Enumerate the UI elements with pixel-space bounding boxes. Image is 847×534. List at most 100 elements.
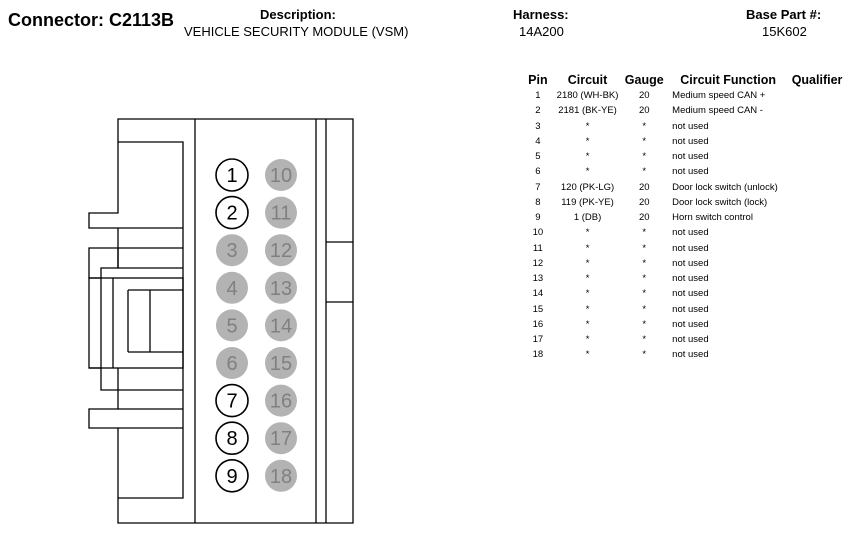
pin-12-label: 12 <box>270 240 292 262</box>
qualifier-cell <box>787 119 847 134</box>
qualifier-cell <box>787 241 847 256</box>
pin-4-circle <box>216 271 248 304</box>
pin-16-label: 16 <box>270 391 292 413</box>
gauge-cell: 20 <box>638 212 650 223</box>
pin-table-header: Pin Circuit Gauge Circuit Function Quali… <box>520 71 847 88</box>
circuit-cell: * <box>585 135 590 147</box>
function-cell: not used <box>672 349 709 361</box>
function-cell: not used <box>672 334 709 345</box>
table-row: 3**not used <box>520 119 847 134</box>
pin-18-label: 18 <box>270 466 292 488</box>
pin-cell: 16 <box>532 318 544 330</box>
pin-4-label: 4 <box>226 278 237 300</box>
connector-title: Connector: C2113B <box>8 10 175 30</box>
circuit-cell: * <box>585 242 590 254</box>
pin-5-label: 5 <box>226 315 237 337</box>
col-header-circuit: Circuit <box>567 72 608 87</box>
gauge-cell: * <box>642 303 647 315</box>
gauge-cell: * <box>642 318 647 330</box>
pin-cell: 4 <box>535 135 541 147</box>
gauge-cell: 20 <box>638 181 650 193</box>
pin-3-circle <box>216 234 248 267</box>
circuit-cell: * <box>585 120 590 132</box>
gauge-cell: 20 <box>638 196 650 208</box>
qualifier-cell <box>787 88 847 103</box>
qualifier-cell <box>787 149 847 164</box>
pin-cell: 17 <box>532 334 544 345</box>
pin-15-label: 15 <box>270 353 292 375</box>
function-cell: not used <box>672 257 709 269</box>
pin-9-label: 9 <box>226 466 237 488</box>
function-cell: not used <box>672 242 709 254</box>
qualifier-cell <box>787 256 847 271</box>
circuit-cell: * <box>585 227 590 239</box>
gauge-cell: * <box>642 227 647 239</box>
pin-13-label: 13 <box>270 278 292 300</box>
pin-14-circle <box>265 309 297 342</box>
circuit-cell: * <box>585 273 590 284</box>
col-header-circuit-function: Circuit Function <box>680 72 777 87</box>
function-cell: not used <box>672 151 709 162</box>
pin-11-circle <box>265 196 297 229</box>
table-row: 4**not used <box>520 134 847 149</box>
circuit-cell: * <box>585 257 590 269</box>
gauge-cell: * <box>642 288 647 300</box>
pin-7-circle <box>215 383 249 418</box>
function-cell: not used <box>672 166 709 178</box>
pin-17-label: 17 <box>270 428 292 450</box>
qualifier-cell <box>787 271 847 286</box>
function-cell: not used <box>672 288 709 300</box>
harness-label: Harness: <box>513 7 569 22</box>
description-value: VEHICLE SECURITY MODULE (VSM) <box>184 24 409 39</box>
function-cell: Medium speed CAN - <box>672 105 763 117</box>
pin-9-circle <box>215 458 249 493</box>
table-row: 10**not used <box>520 225 847 240</box>
circuit-cell: 2181 (BK-YE) <box>558 105 617 117</box>
function-cell: not used <box>672 303 709 315</box>
connector-housing-outline <box>88 118 354 524</box>
pin-cell: 13 <box>532 273 544 284</box>
pin-cell: 3 <box>535 120 541 132</box>
qualifier-cell <box>787 225 847 240</box>
pin-17-circle <box>265 422 297 455</box>
pin-cell: 1 <box>535 90 541 101</box>
pin-8-circle <box>215 421 249 456</box>
pin-8-label: 8 <box>226 428 237 450</box>
circuit-cell: 1 (DB) <box>573 212 602 223</box>
pin-cell: 5 <box>535 151 541 162</box>
gauge-cell: * <box>642 257 647 269</box>
pin-2-label: 2 <box>226 203 237 225</box>
pin-cell: 6 <box>535 166 541 178</box>
function-cell: not used <box>672 227 709 239</box>
gauge-cell: * <box>642 151 647 162</box>
qualifier-cell <box>787 286 847 301</box>
pin-cell: 12 <box>532 257 544 269</box>
table-row: 16 * * not used <box>520 317 847 332</box>
qualifier-cell <box>787 164 847 179</box>
pin-table: Pin Circuit Gauge Circuit Function Quali… <box>520 71 847 363</box>
circuit-cell: * <box>585 318 590 330</box>
table-row: 5**not used <box>520 149 847 164</box>
qualifier-cell <box>787 134 847 149</box>
col-header-gauge: Gauge <box>624 72 664 87</box>
pin-16-circle <box>265 384 297 417</box>
table-row: 15**not used <box>520 302 847 317</box>
function-cell: not used <box>672 120 709 132</box>
base-part-label: Base Part #: <box>746 7 822 22</box>
gauge-cell: * <box>642 273 647 284</box>
pin-1-circle <box>215 158 249 192</box>
col-header-pin: Pin <box>528 72 548 87</box>
pin-cell: 14 <box>532 288 544 300</box>
function-cell: not used <box>672 318 709 330</box>
pin-11-label: 11 <box>271 203 292 225</box>
gauge-cell: * <box>642 334 647 345</box>
col-header-qualifier: Qualifier <box>791 72 843 87</box>
pin-1-label: 1 <box>226 165 237 187</box>
function-cell: Horn switch control <box>672 212 753 223</box>
gauge-cell: * <box>642 242 647 254</box>
